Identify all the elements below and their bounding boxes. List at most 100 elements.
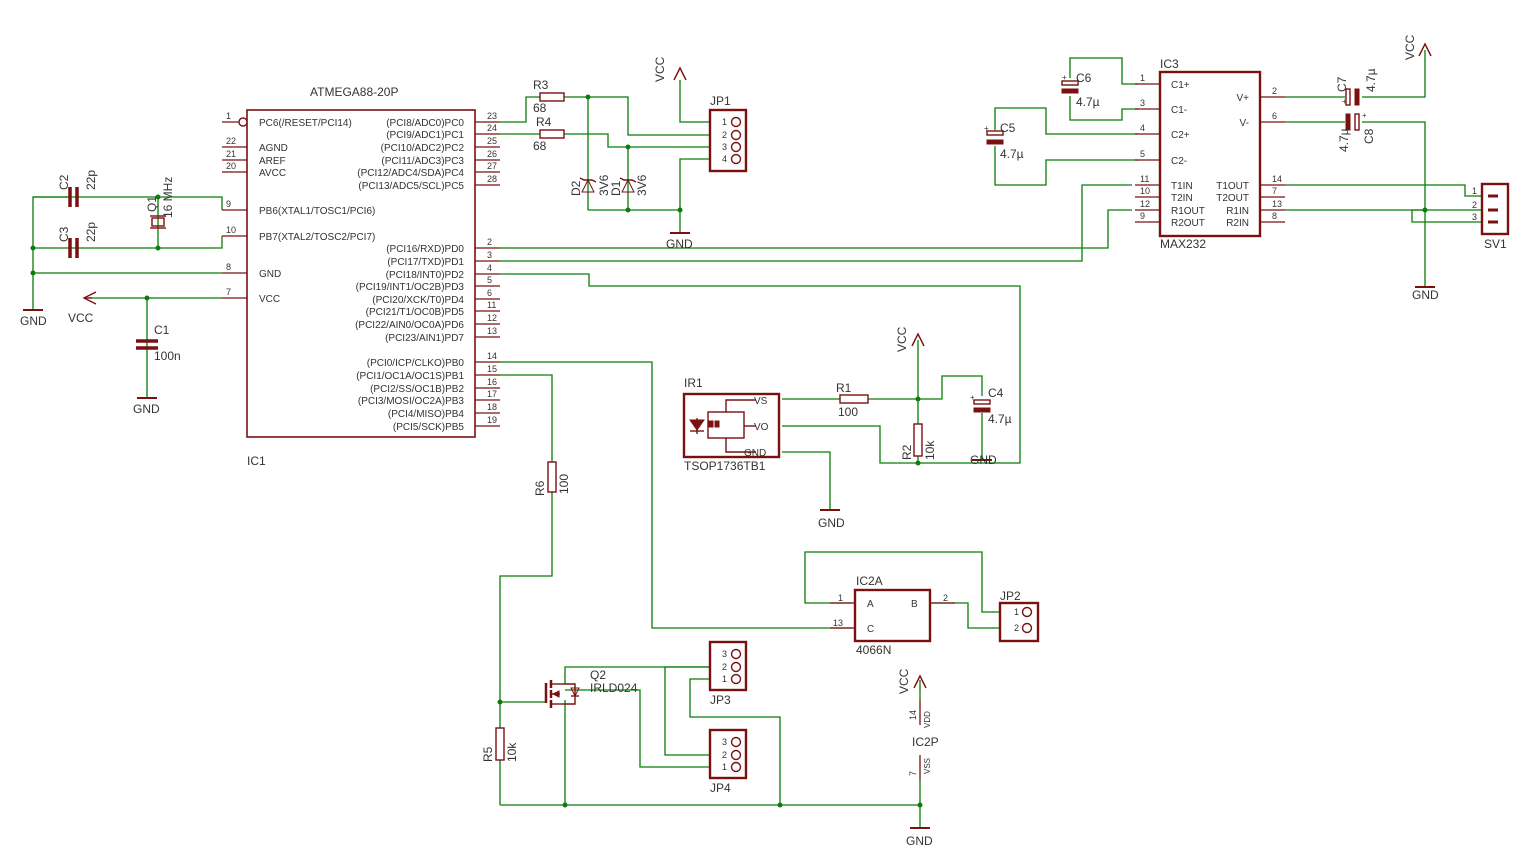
- ic1-pin-label: (PCI23/AIN1)PD7: [385, 333, 464, 344]
- ic2p-pin-label: VSS: [923, 758, 932, 774]
- vcc-label: VCC: [897, 668, 911, 694]
- junctions: [30, 94, 1428, 808]
- wire-jp1-vcc: [679, 80, 710, 123]
- ic2a-4066: 1 13 2 A C B IC2A 4066N: [830, 574, 955, 657]
- r1-value: 100: [838, 405, 858, 419]
- r3-value: 68: [533, 101, 547, 115]
- jp3-pin: 1: [722, 674, 727, 684]
- ic3-pin-label: R1IN: [1226, 206, 1249, 217]
- ic2a-pin-num: 1: [838, 593, 843, 603]
- junction: [30, 245, 36, 251]
- ic1-pin-num: 26: [487, 149, 497, 159]
- r5-value: 10k: [505, 742, 519, 762]
- c1-name: C1: [154, 323, 170, 337]
- ic2p-pin-num: 14: [908, 710, 918, 720]
- ic3-left-pins: 1C1+3C1-4C2+5C2-11T1IN10T2IN12R1OUT9R2OU…: [1135, 73, 1205, 229]
- ic1-pin-label: AREF: [259, 156, 286, 167]
- r1-name: R1: [836, 381, 852, 395]
- wire-jp3-jp4: [664, 666, 710, 756]
- ic3-name: IC3: [1160, 57, 1179, 71]
- ir1-pin-gnd: GND: [744, 448, 766, 459]
- ic1-pin-label: (PCI11/ADC3)PC3: [381, 156, 464, 167]
- ic2a-pin-num: 2: [943, 593, 948, 603]
- ic3-pin-label: T2IN: [1171, 193, 1193, 204]
- d1-name: D1: [609, 180, 623, 196]
- ic1-name: IC1: [247, 454, 266, 468]
- q1-value: 16 MHz: [161, 177, 175, 218]
- ic2a-pin-label: A: [867, 599, 874, 610]
- jp1-pin: 2: [722, 130, 727, 140]
- c8-value: 4.7µ: [1337, 128, 1351, 152]
- ic3-pin-num: 8: [1272, 211, 1277, 221]
- ic1-pin-label: (PCI8/ADC0)PC0: [386, 118, 464, 129]
- wire-q2-drain: [564, 666, 710, 684]
- c3-name: C3: [57, 226, 71, 242]
- r4-value: 68: [533, 139, 547, 153]
- jp3-pin: 3: [722, 649, 727, 659]
- capacitors: C2 22p C3 22p C1 100n + C4 4.7µ + C5 4.7…: [33, 68, 1378, 426]
- jp4-pin: 1: [722, 762, 727, 772]
- jp3-name: JP3: [710, 693, 731, 707]
- gnd-label: GND: [818, 516, 845, 530]
- ic3-value: MAX232: [1160, 237, 1206, 251]
- ic3-pin-num: 4: [1140, 123, 1145, 133]
- junction: [30, 270, 36, 276]
- ic1-pin-num: 21: [226, 149, 236, 159]
- jp4-pin: 3: [722, 737, 727, 747]
- jp2-name: JP2: [1000, 589, 1021, 603]
- c1-value: 100n: [154, 349, 181, 363]
- ic3-pin-num: 7: [1272, 186, 1277, 196]
- junction: [915, 460, 921, 466]
- wire-r4-jp1: [564, 133, 710, 148]
- ic1-pin-num: 3: [487, 250, 492, 260]
- jp1-pin: 4: [722, 154, 727, 164]
- ic2a-pin-label: B: [911, 599, 918, 610]
- ic3-pin-label: C1+: [1171, 80, 1190, 91]
- ic1-pin-label: (PCI21/T1/OC0B)PD5: [366, 307, 465, 318]
- ic1-pin-label: PC6(/RESET/PCI14): [259, 118, 352, 129]
- junction: [915, 396, 921, 402]
- ic1-pin-num: 6: [487, 288, 492, 298]
- junction: [155, 194, 161, 200]
- jp1-connector: 1 2 3 4 JP1: [708, 94, 748, 173]
- ic1-pin-num: 12: [487, 313, 497, 323]
- vcc-label: VCC: [1403, 34, 1417, 60]
- ic3-pin-num: 11: [1140, 174, 1149, 184]
- jp2-connector: 1 2 JP2: [998, 589, 1040, 643]
- q1-name: Q1: [145, 196, 159, 212]
- sv1-pin: 1: [1472, 186, 1477, 196]
- ic3-pin-label: C1-: [1171, 105, 1187, 116]
- r2-name: R2: [900, 444, 914, 460]
- jp3-connector: 3 2 1 JP3: [708, 640, 748, 707]
- wire-ir-gnd: [782, 451, 831, 510]
- ic1-pin-num: 23: [487, 111, 497, 121]
- ic1-pin-label: (PCI0/ICP/CLKO)PB0: [367, 358, 465, 369]
- ic3-pin-label: T2OUT: [1216, 193, 1249, 204]
- ic3-pin-num: 14: [1272, 174, 1282, 184]
- sv1-connector: 1 2 3 SV1: [1472, 182, 1510, 251]
- wire-sv1-3: [1411, 209, 1482, 223]
- ir1-value: TSOP1736TB1: [684, 459, 766, 473]
- ic2a-pin-label: C: [867, 624, 874, 635]
- c6-name: C6: [1076, 71, 1092, 85]
- ic3-pin-label: T1OUT: [1216, 181, 1249, 192]
- ic3-pin-num: 6: [1272, 111, 1277, 121]
- gnd-label: GND: [970, 453, 997, 467]
- ic1-pin-num: 24: [487, 123, 497, 133]
- wire-jp1-gnd: [679, 158, 710, 233]
- svg-text:+: +: [984, 124, 989, 133]
- ir1-receiver: VS VO GND IR1 TSOP1736TB1: [682, 376, 781, 473]
- ic1-pin-label: (PCI18/INT0)PD2: [386, 270, 465, 281]
- vcc-label: VCC: [653, 56, 667, 82]
- c2-value: 22p: [84, 170, 98, 190]
- ic2p-power: 14 7 VDD VSS IC2P: [908, 700, 939, 780]
- d2-name: D2: [569, 180, 583, 196]
- ic3-pin-num: 10: [1140, 186, 1150, 196]
- ic3-pin-label: V-: [1240, 118, 1249, 129]
- ic1-pin-label: (PCI5/SCK)PB5: [393, 422, 465, 433]
- junction: [155, 245, 161, 251]
- c2-name: C2: [57, 174, 71, 190]
- junction: [625, 207, 631, 213]
- r6-value: 100: [557, 474, 571, 494]
